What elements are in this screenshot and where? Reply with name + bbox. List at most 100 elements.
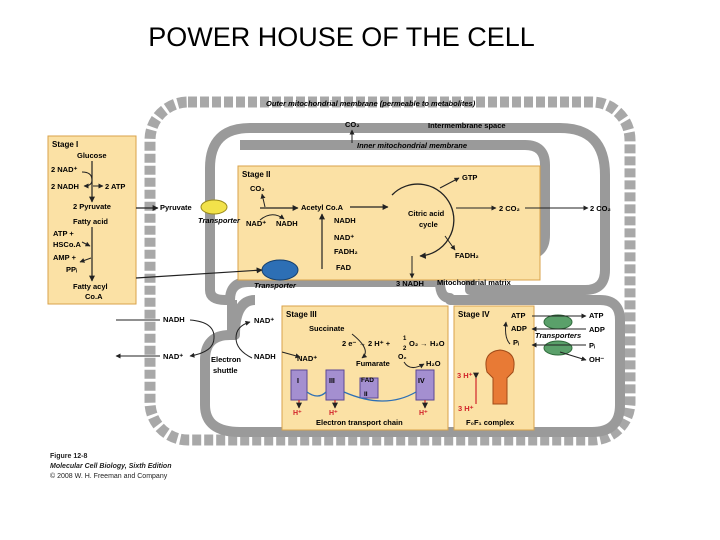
stage3-fumarate: Fumarate xyxy=(356,359,390,368)
complex-ii-fad: FAD xyxy=(361,377,374,384)
stage2-three-nadh: 3 NADH xyxy=(396,279,424,288)
etc-electron-path xyxy=(306,391,417,402)
stage4-title: Stage IV xyxy=(458,310,490,319)
stage1-coa: Co.A xyxy=(85,292,103,301)
stage2-title: Stage II xyxy=(242,170,270,179)
stage1-arrow-atp-in xyxy=(81,241,91,247)
shuttle-label2: shuttle xyxy=(213,366,238,375)
inner-membrane-label: Inner mitochondrial membrane xyxy=(357,141,467,150)
nad-left: NAD⁺ xyxy=(163,352,183,361)
stage3-half: 1 xyxy=(403,336,407,342)
stage3-arrow-o2 xyxy=(403,361,425,369)
stage2-arrow-co2 xyxy=(260,193,266,208)
h-plus-iv: H⁺ xyxy=(419,410,428,417)
figure-copyright: © 2008 W. H. Freeman and Company xyxy=(50,473,168,480)
stage1-glucose: Glucose xyxy=(77,151,107,160)
complex-i-label: I xyxy=(297,378,299,385)
stage2-acetyl: Acetyl Co.A xyxy=(301,203,344,212)
stage3-succinate: Succinate xyxy=(309,324,344,333)
stage4-atp: ATP xyxy=(511,311,525,320)
h-plus-iii: H⁺ xyxy=(329,410,338,417)
transporters-label: Transporters xyxy=(535,331,581,340)
stage2-fad: FAD xyxy=(336,263,352,272)
shuttle-loop-right xyxy=(235,320,253,359)
stage2-nadh2: NADH xyxy=(334,216,356,225)
transporter-label: Transporter xyxy=(198,216,241,225)
stage3-arrow-text: → xyxy=(420,339,428,348)
stage4-pi: Pᵢ xyxy=(513,338,519,347)
fatty-acyl-transporter xyxy=(261,259,299,281)
stage1-ppi: PPᵢ xyxy=(66,265,77,274)
stage2-fadh2b: FADH₂ xyxy=(455,251,479,260)
stage1-fatty-acid: Fatty acid xyxy=(73,217,108,226)
stage3-reaction-left: 2 e⁻ → 2 H⁺ + xyxy=(342,339,391,348)
stage2-cycle1: Citric acid xyxy=(408,209,445,218)
pi-out: Pᵢ xyxy=(589,341,595,350)
stage4-three-h: 3 H⁺ xyxy=(457,371,473,380)
pyruvate-label: Pyruvate xyxy=(160,203,192,212)
stage1-fatty-acyl: Fatty acyl xyxy=(73,282,108,291)
stage1-amp: AMP + xyxy=(53,253,77,262)
complex-iii-label: III xyxy=(329,378,335,385)
outer-membrane xyxy=(144,96,636,446)
stage4-complex: F₀F₁ complex xyxy=(466,418,515,427)
stage3-nad: NAD⁺ xyxy=(297,354,317,363)
two-co2-out: 2 CO₂ xyxy=(590,204,611,213)
stage1-nadh: 2 NADH xyxy=(51,182,79,191)
atp-synthase xyxy=(485,349,515,405)
stage4-adp: ADP xyxy=(511,324,527,333)
stage3-arrow-succinate xyxy=(351,333,368,359)
stage4-three-h2: 3 H⁺ xyxy=(458,404,474,413)
stage3-o2b: O₂ xyxy=(398,354,407,361)
stage1-hscoa: HSCo.A xyxy=(53,240,82,249)
atp-adp-transporter xyxy=(543,314,573,330)
atp-out: ATP xyxy=(589,311,603,320)
stage2-arrow-gtp xyxy=(439,177,460,189)
matrix-label: Mitochondrial matrix xyxy=(437,278,512,287)
stage2-nadh: NADH xyxy=(276,219,298,228)
h-plus-i: H⁺ xyxy=(293,410,302,417)
complex-iv xyxy=(415,369,435,401)
stage3-o2: O₂ xyxy=(409,339,418,348)
stage2-cycle2: cycle xyxy=(419,220,438,229)
citric-acid-cycle-circle xyxy=(391,183,455,259)
stage4-arrow-adp xyxy=(502,321,511,345)
nad-right: NAD⁺ xyxy=(254,316,274,325)
stage3-title: Stage III xyxy=(286,310,317,319)
shuttle-loop-left xyxy=(189,319,215,358)
stage3-half-den: 2 xyxy=(403,346,407,352)
stage2-two-co2: 2 CO₂ xyxy=(499,204,520,213)
stage3-arrow-nadh xyxy=(281,351,301,359)
nadh-right: NADH xyxy=(254,352,276,361)
figure-number: Figure 12-8 xyxy=(50,453,88,460)
stage1-arrow-amp-out xyxy=(79,257,92,263)
adp-out: ADP xyxy=(589,325,605,334)
stage2-arrow-nad xyxy=(259,214,285,221)
stage1-arrow-nad xyxy=(81,171,93,189)
stage2-co2: CO₂ xyxy=(250,184,265,193)
shuttle-label1: Electron xyxy=(211,355,241,364)
pyruvate-transporter xyxy=(200,199,228,215)
stage1-title: Stage I xyxy=(52,140,78,149)
stage1-atp: 2 ATP xyxy=(105,182,125,191)
stage2-fadh2: FADH₂ xyxy=(334,247,358,256)
pi-transporter xyxy=(543,340,573,356)
intermembrane-label: Intermembrane space xyxy=(428,121,506,130)
slide-title: POWER HOUSE OF THE CELL xyxy=(148,22,535,52)
complex-i xyxy=(290,369,308,401)
outer-membrane-label: Outer mitochondrial membrane (permeable … xyxy=(266,99,476,108)
nadh-left: NADH xyxy=(163,315,185,324)
oh-out: OH⁻ xyxy=(589,355,604,364)
stage2-gtp: GTP xyxy=(462,173,477,182)
stage3-h2o: H₂O xyxy=(430,339,445,348)
stage2-nad2: NAD⁺ xyxy=(334,233,354,242)
transporter-label2: Transporter xyxy=(254,281,297,290)
oh-out-arrow xyxy=(559,351,587,362)
stage3-h2ob: H₂O xyxy=(426,359,441,368)
complex-ii xyxy=(359,377,379,399)
figure-caption: Figure 12-8 Molecular Cell Biology, Sixt… xyxy=(50,452,171,482)
stage1-nad: 2 NAD⁺ xyxy=(51,165,78,174)
stage1-atp-plus: ATP + xyxy=(53,229,74,238)
complex-iv-label: IV xyxy=(418,378,425,385)
